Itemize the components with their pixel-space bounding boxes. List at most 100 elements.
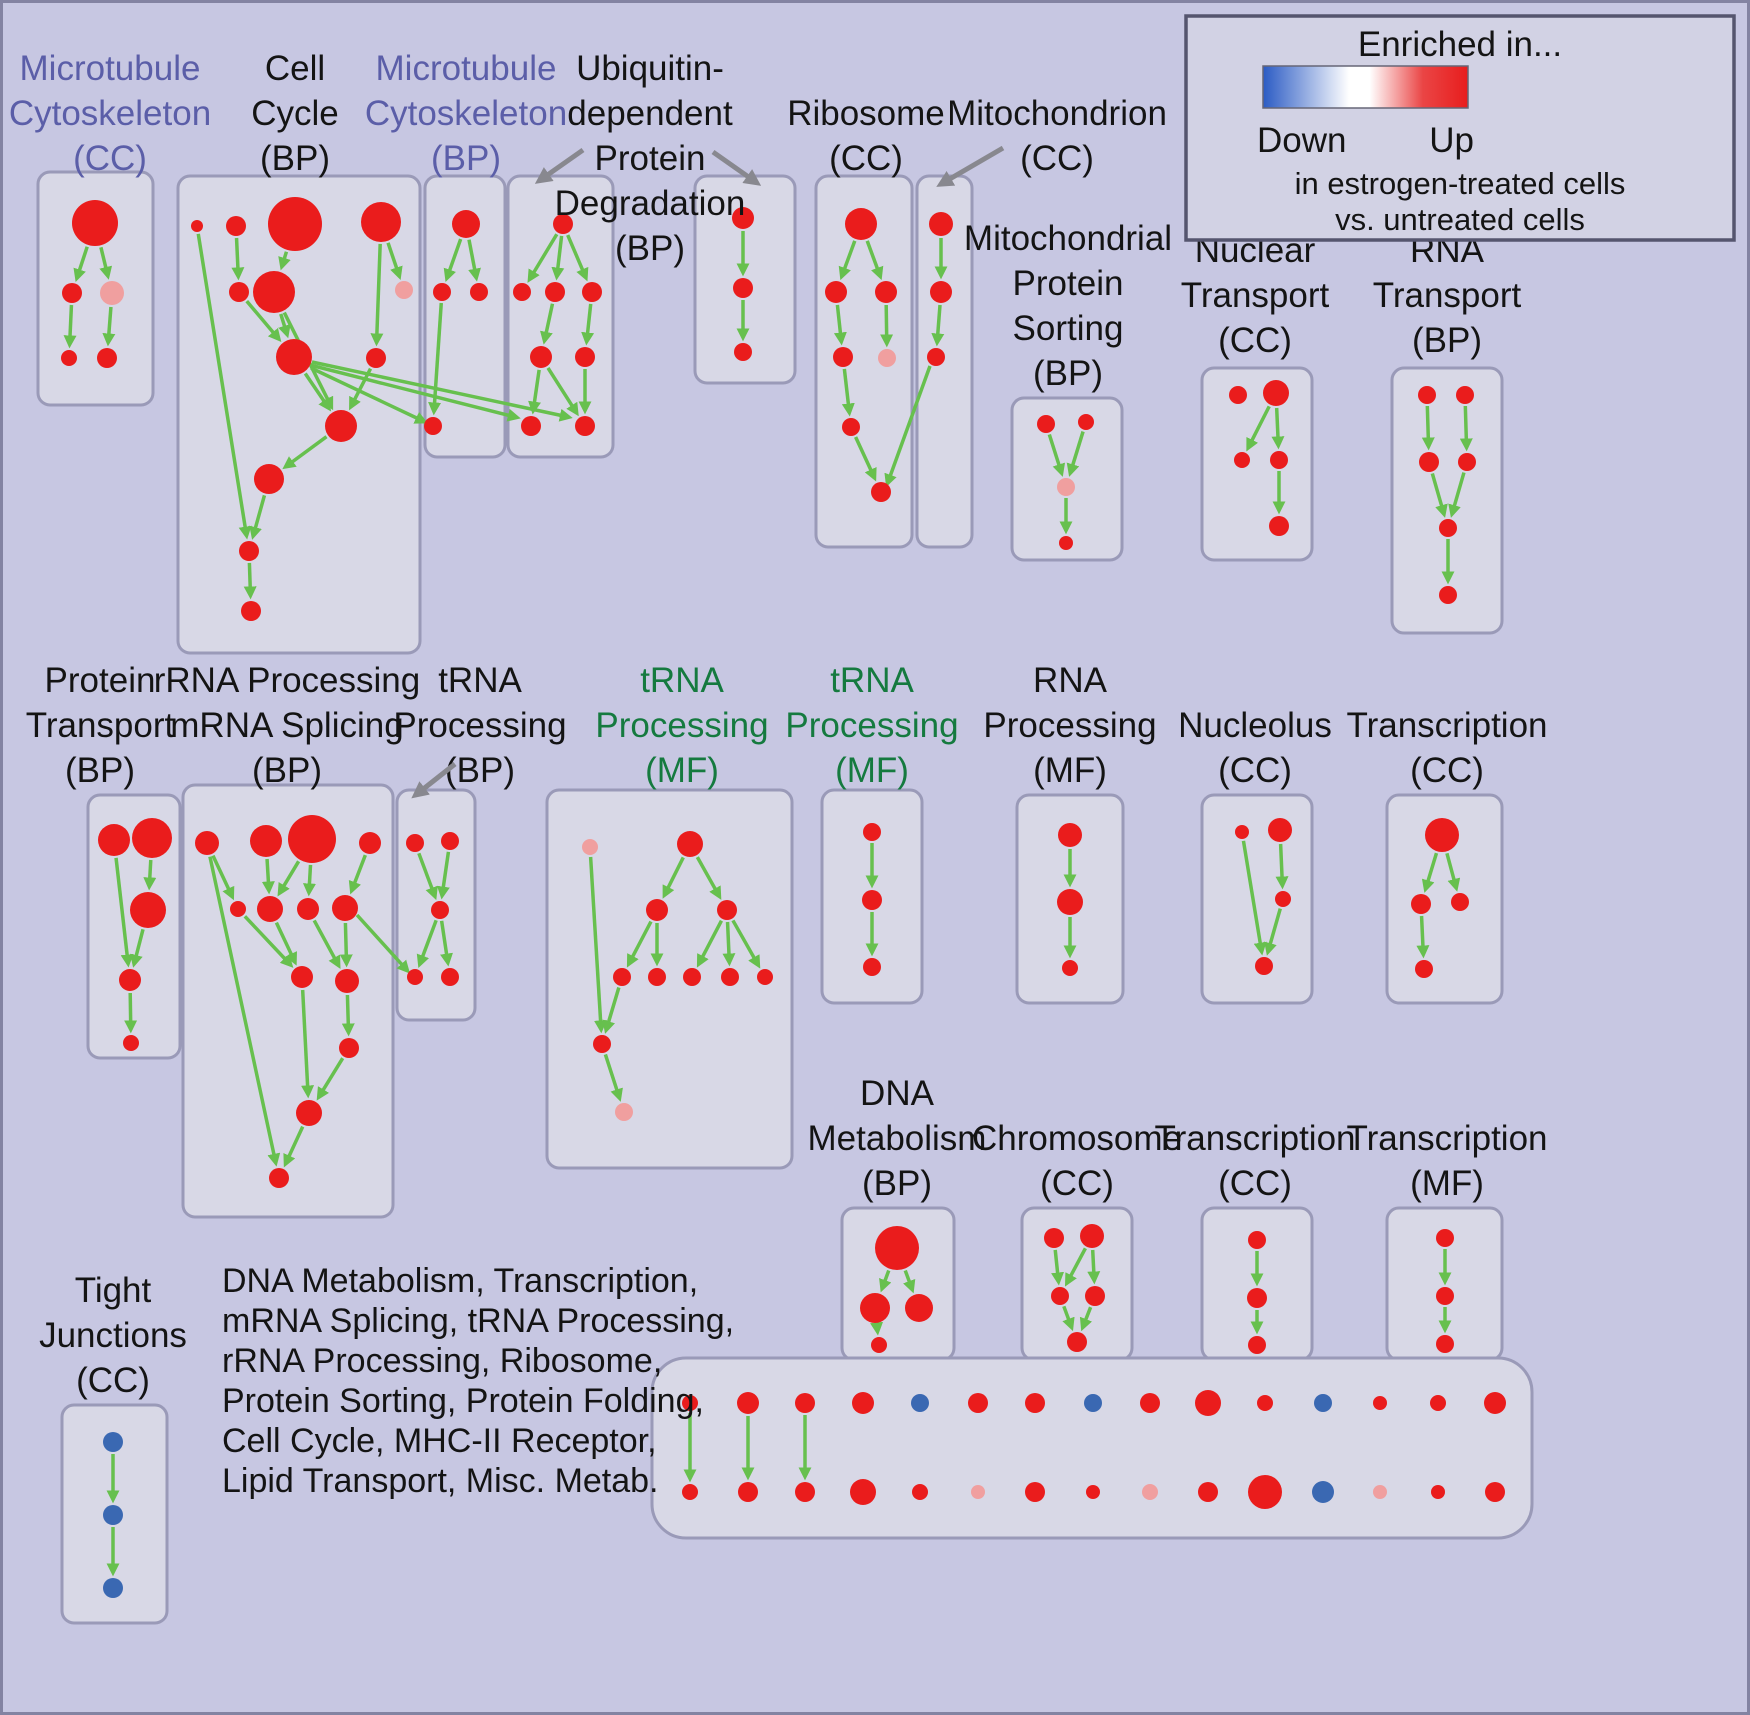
go-term-node xyxy=(433,283,451,301)
cross-cluster-edge xyxy=(884,365,932,488)
go-term-node xyxy=(1085,1286,1105,1306)
network-edge xyxy=(879,1269,892,1293)
cluster-title-line: DNA xyxy=(860,1074,935,1113)
go-term-node xyxy=(905,1294,933,1322)
network-edge xyxy=(443,238,463,283)
go-term-node xyxy=(230,901,246,917)
cluster-box-nuclear-transport-cc xyxy=(1200,366,1314,562)
go-term-node xyxy=(845,208,877,240)
network-edge xyxy=(540,303,555,345)
go-term-node xyxy=(325,410,357,442)
go-term-node xyxy=(717,900,737,920)
go-term-node xyxy=(103,1505,123,1525)
go-term-node xyxy=(1084,1394,1102,1412)
go-term-node xyxy=(929,212,953,236)
cluster-title-line: (CC) xyxy=(1410,751,1484,790)
go-term-node xyxy=(1451,893,1469,911)
network-edge xyxy=(245,300,282,343)
misc-annotation-line: Cell Cycle, MHC-II Receptor, xyxy=(222,1422,657,1460)
cluster-box-misc-categories-strip xyxy=(650,1356,1534,1540)
go-term-node xyxy=(795,1393,815,1413)
misc-annotation-line: DNA Metabolism, Transcription, xyxy=(222,1262,698,1300)
cluster-title-line: Protein xyxy=(595,139,706,178)
cluster-box-rna-transport-bp xyxy=(1390,366,1504,635)
network-edge xyxy=(603,1053,623,1102)
network-edge xyxy=(73,246,89,282)
go-term-node xyxy=(1263,380,1289,406)
go-term-node xyxy=(431,901,449,919)
cluster-title-transcription-mf: Transcription(MF) xyxy=(1347,1119,1548,1203)
cross-cluster-edge xyxy=(311,360,573,422)
go-term-node xyxy=(1269,516,1289,536)
misc-annotation-text: DNA Metabolism, Transcription,mRNA Splic… xyxy=(222,1262,734,1500)
cluster-title-line: Degradation xyxy=(555,184,746,223)
go-term-node xyxy=(452,210,480,238)
go-term-node xyxy=(366,348,386,368)
network-edge xyxy=(114,857,134,968)
go-term-node xyxy=(98,824,130,856)
network-edge xyxy=(838,240,857,281)
cluster-title-transcription-cc-mid: Transcription (CC) xyxy=(1347,706,1548,790)
go-term-node xyxy=(553,214,573,234)
cluster-title-line: (BP) xyxy=(1412,321,1482,360)
cluster-title-line: Transport xyxy=(26,706,175,745)
network-edge xyxy=(1264,908,1282,956)
go-term-node xyxy=(1235,825,1249,839)
cluster-title-line: tRNA xyxy=(830,661,914,700)
go-term-node xyxy=(1485,1482,1505,1502)
cluster-title-line: Tight xyxy=(75,1271,152,1310)
go-term-node xyxy=(530,346,552,368)
go-term-node xyxy=(1080,1224,1104,1248)
edges-layer xyxy=(63,231,1473,1577)
cluster-title-line: mRNA Splicing xyxy=(170,706,403,745)
legend-subline-1: in estrogen-treated cells xyxy=(1295,166,1626,201)
cluster-title-line: Processing xyxy=(595,706,768,745)
cluster-box-protein-transport-bp xyxy=(86,793,182,1060)
cluster-title-line: (BP) xyxy=(431,139,501,178)
go-term-node xyxy=(297,898,319,920)
cluster-title-line: Transcription xyxy=(1347,706,1548,745)
network-edge xyxy=(1421,405,1435,451)
go-term-node xyxy=(296,1100,322,1126)
misc-annotation-line: mRNA Splicing, tRNA Processing, xyxy=(222,1302,734,1340)
cluster-title-line: Chromosome xyxy=(972,1119,1182,1158)
go-term-node xyxy=(132,818,172,858)
cluster-title-mitochondrion-cc: Mitochondrion(CC) xyxy=(947,94,1167,178)
go-term-node xyxy=(97,348,117,368)
go-term-node xyxy=(1248,1475,1282,1509)
go-term-node xyxy=(257,896,283,922)
cluster-title-chromosome-cc: Chromosome(CC) xyxy=(972,1119,1182,1203)
go-term-node xyxy=(1051,1287,1069,1305)
cluster-title-line: Cytoskeleton xyxy=(9,94,211,133)
network-edge xyxy=(439,920,453,967)
network-edge xyxy=(551,235,565,281)
go-term-node xyxy=(470,283,488,301)
network-edge xyxy=(274,921,297,966)
go-term-node xyxy=(871,482,891,502)
network-edge xyxy=(196,233,252,540)
network-edge xyxy=(231,237,245,281)
network-edge xyxy=(300,989,315,1099)
network-edge xyxy=(695,856,722,900)
network-edge xyxy=(1271,407,1285,450)
go-term-node xyxy=(1247,1288,1267,1308)
go-term-node xyxy=(875,1226,919,1270)
go-term-node xyxy=(738,1482,758,1502)
network-edge xyxy=(283,1125,305,1168)
cluster-title-line: Transcription xyxy=(1347,1119,1548,1158)
cluster-title-line: Microtubule xyxy=(376,49,557,88)
go-term-node xyxy=(119,969,141,991)
cluster-box-rrna-processing-mrna-splicing-bp xyxy=(181,783,395,1219)
cluster-title-line: tRNA xyxy=(438,661,522,700)
cross-cluster-edge xyxy=(309,363,521,422)
network-edge xyxy=(1448,472,1466,518)
cluster-title-line: dependent xyxy=(567,94,733,133)
network-edge xyxy=(467,239,481,282)
go-term-node xyxy=(862,890,882,910)
network-edge xyxy=(566,234,589,282)
go-term-node xyxy=(732,207,754,229)
